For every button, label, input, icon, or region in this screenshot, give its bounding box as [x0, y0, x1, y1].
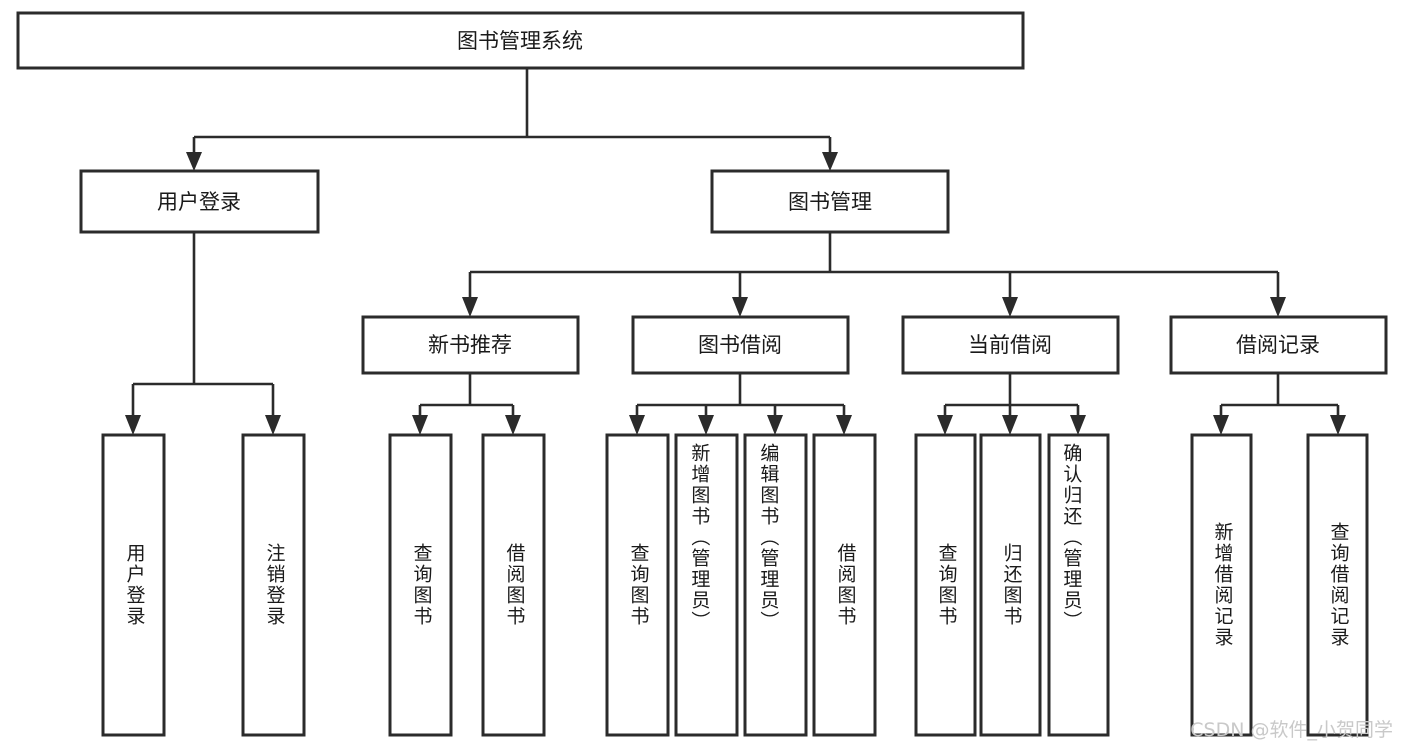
node-leaf-return-book-label: 归还图书: [1001, 543, 1023, 627]
arrow-book-borrow-l3: [836, 415, 852, 435]
arrow-bm-to-current-borrow: [1002, 297, 1018, 317]
node-leaf-confirm-return[interactable]: 确认归还（管理员）: [1047, 433, 1110, 737]
node-current-borrow[interactable]: 当前借阅: [901, 315, 1120, 375]
node-current-borrow-box[interactable]: [901, 315, 1120, 375]
node-leaf-add-record-box[interactable]: [1190, 433, 1253, 737]
arrow-user-login-l0: [125, 415, 141, 435]
node-leaf-add-record[interactable]: 新增借阅记录: [1190, 433, 1253, 737]
node-leaf-edit-book-box[interactable]: [743, 433, 808, 737]
node-leaf-query-book-1-box[interactable]: [388, 433, 453, 737]
arrow-bm-to-borrow-record: [1270, 297, 1286, 317]
node-leaf-user-logout[interactable]: 注销登录: [241, 433, 306, 737]
node-leaf-add-book[interactable]: 新增图书（管理员）: [674, 433, 739, 737]
node-leaf-confirm-return-box[interactable]: [1047, 433, 1110, 737]
arrow-new-book-l1: [505, 415, 521, 435]
watermark-label: CSDN @软件_小贺同学: [1190, 719, 1393, 741]
node-leaf-confirm-return-label: 确认归还（管理员）: [1060, 443, 1082, 632]
arrow-bm-to-new-book: [462, 297, 478, 317]
node-new-book-recommend-box[interactable]: [361, 315, 580, 375]
arrow-user-login-l1: [265, 415, 281, 435]
node-root[interactable]: 图书管理系统: [16, 11, 1025, 70]
arrow-borrow-record-l1: [1330, 415, 1346, 435]
node-leaf-query-book-2[interactable]: 查询图书: [605, 433, 670, 737]
node-leaf-query-book-1-label: 查询图书: [411, 543, 433, 627]
arrow-current-borrow-l2: [1070, 415, 1086, 435]
arrow-current-borrow-l1: [1002, 415, 1018, 435]
node-leaf-borrow-book-1[interactable]: 借阅图书: [481, 433, 546, 737]
node-leaf-add-book-box[interactable]: [674, 433, 739, 737]
node-new-book-recommend[interactable]: 新书推荐: [361, 315, 580, 375]
node-root-box[interactable]: [16, 11, 1025, 70]
arrow-bm-to-book-borrow: [732, 297, 748, 317]
node-leaf-user-login-label: 用户登录: [124, 543, 146, 627]
node-leaf-borrow-book-2[interactable]: 借阅图书: [812, 433, 877, 737]
node-leaf-borrow-book-1-box[interactable]: [481, 433, 546, 737]
node-leaf-add-record-label: 新增借阅记录: [1212, 522, 1234, 648]
arrow-book-borrow-l0: [629, 415, 645, 435]
node-borrow-record-box[interactable]: [1169, 315, 1388, 375]
node-leaf-borrow-book-1-label: 借阅图书: [504, 543, 526, 627]
node-leaf-borrow-book-2-box[interactable]: [812, 433, 877, 737]
node-leaf-return-book-box[interactable]: [979, 433, 1042, 737]
node-leaf-query-book-2-label: 查询图书: [628, 543, 650, 627]
arrow-current-borrow-l0: [937, 415, 953, 435]
node-leaf-add-book-label: 新增图书（管理员）: [688, 443, 710, 632]
node-book-borrow-label: 图书借阅: [698, 333, 782, 357]
node-leaf-user-logout-box[interactable]: [241, 433, 306, 737]
node-current-borrow-label: 当前借阅: [968, 333, 1052, 357]
arrow-root-to-user-login: [186, 152, 202, 171]
node-leaf-query-book-2-box[interactable]: [605, 433, 670, 737]
node-leaf-return-book[interactable]: 归还图书: [979, 433, 1042, 737]
connector-layer: [125, 68, 1346, 435]
arrow-new-book-l0: [412, 415, 428, 435]
node-book-borrow[interactable]: 图书借阅: [631, 315, 850, 375]
node-leaf-query-book-1[interactable]: 查询图书: [388, 433, 453, 737]
node-book-management-label: 图书管理: [788, 190, 872, 214]
arrow-root-to-book-management: [822, 152, 838, 171]
node-leaf-query-record-label: 查询借阅记录: [1328, 522, 1350, 648]
node-book-management[interactable]: 图书管理: [710, 169, 950, 234]
node-user-login-box[interactable]: [79, 169, 320, 234]
node-leaf-user-logout-label: 注销登录: [264, 543, 286, 627]
node-root-label: 图书管理系统: [457, 29, 583, 53]
node-book-management-box[interactable]: [710, 169, 950, 234]
node-leaf-query-book-3-label: 查询图书: [936, 543, 958, 627]
arrow-borrow-record-l0: [1213, 415, 1229, 435]
node-user-login[interactable]: 用户登录: [79, 169, 320, 234]
node-leaf-query-book-3[interactable]: 查询图书: [914, 433, 977, 737]
node-borrow-record-label: 借阅记录: [1236, 333, 1320, 357]
node-leaf-query-book-3-box[interactable]: [914, 433, 977, 737]
node-borrow-record[interactable]: 借阅记录: [1169, 315, 1388, 375]
node-leaf-query-record-box[interactable]: [1306, 433, 1369, 737]
node-leaf-query-record[interactable]: 查询借阅记录: [1306, 433, 1369, 737]
arrow-book-borrow-l1: [698, 415, 714, 435]
node-new-book-recommend-label: 新书推荐: [428, 333, 512, 357]
node-leaf-borrow-book-2-label: 借阅图书: [835, 543, 857, 627]
node-leaf-user-login[interactable]: 用户登录: [101, 433, 166, 737]
node-leaf-edit-book[interactable]: 编辑图书（管理员）: [743, 433, 808, 737]
node-leaf-edit-book-label: 编辑图书（管理员）: [757, 443, 779, 632]
arrow-book-borrow-l2: [767, 415, 783, 435]
node-book-borrow-box[interactable]: [631, 315, 850, 375]
node-leaf-user-login-box[interactable]: [101, 433, 166, 737]
node-user-login-label: 用户登录: [157, 190, 241, 214]
